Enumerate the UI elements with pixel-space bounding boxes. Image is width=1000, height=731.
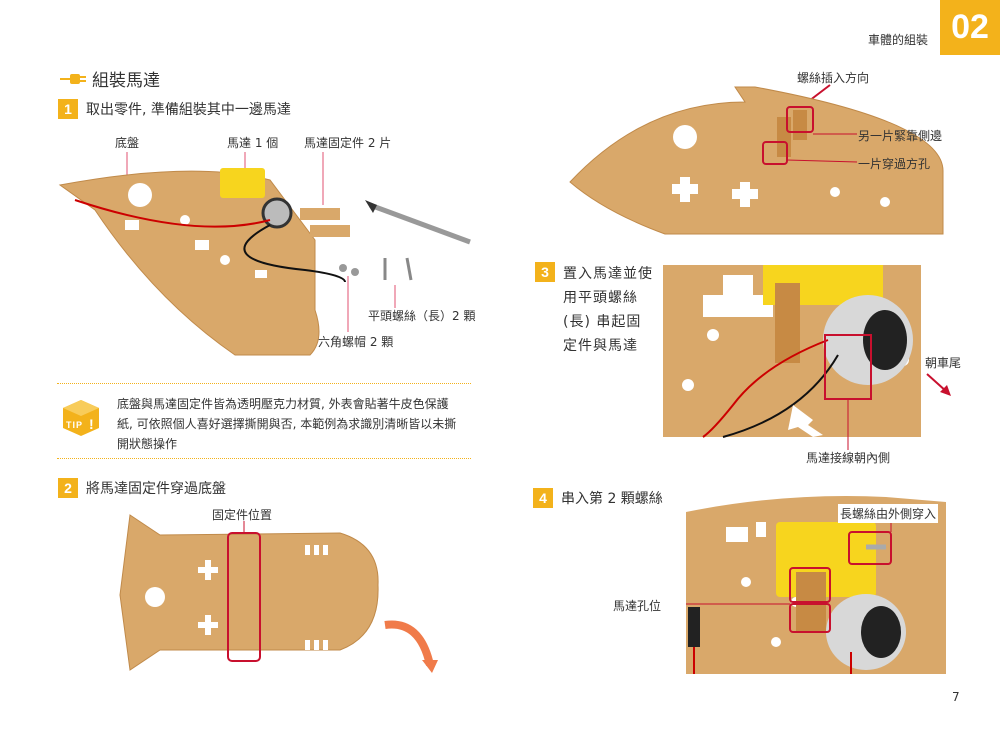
tip-text: 底盤與馬達固定件皆為透明壓克力材質, 外表會貼著牛皮色保護紙, 可依照個人喜好選…	[117, 397, 457, 451]
photo-motor-installed	[663, 265, 921, 465]
label-motor-bracket: 馬達固定件 2 片	[304, 136, 392, 150]
step-text: 取出零件, 準備組裝其中一邊馬達	[86, 102, 291, 118]
label-through-hole: 一片穿過方孔	[858, 157, 931, 171]
label-chassis: 底盤	[115, 136, 140, 150]
plug-icon	[60, 73, 86, 85]
step-text: 將馬達固定件穿過底盤	[86, 481, 226, 497]
chapter-title: 車體的組裝	[868, 33, 929, 47]
tip-cube-icon: ! TIP	[61, 398, 101, 438]
label-nut: 六角螺帽 2 顆	[318, 335, 394, 349]
step-number: 2	[58, 478, 78, 498]
tip-icon-text: TIP	[66, 420, 84, 430]
tip-box: ! TIP 底盤與馬達固定件皆為透明壓克力材質, 外表會貼著牛皮色保護紙, 可依…	[57, 383, 471, 459]
label-side-piece: 另一片緊靠側邊	[858, 129, 943, 143]
step-text: 置入馬達並使用平頭螺絲(長) 串起固定件與馬達	[563, 266, 653, 354]
page-number: 7	[952, 690, 960, 704]
chapter-number-badge: 02	[940, 0, 1000, 55]
label-wire-inward: 馬達接線朝內側	[806, 451, 891, 465]
photo-bracket-insert	[565, 82, 945, 237]
svg-text:!: !	[89, 416, 94, 432]
step-number: 4	[533, 488, 553, 508]
label-bracket-position: 固定件位置	[212, 508, 273, 522]
step-number: 3	[535, 262, 555, 282]
photo-second-screw	[686, 492, 946, 674]
section-title-text: 組裝馬達	[92, 71, 160, 91]
label-long-screw: 長螺絲由外側穿入	[838, 504, 939, 523]
step-number: 1	[58, 99, 78, 119]
step-text: 串入第 2 顆螺絲	[561, 491, 663, 507]
step-3: 3 置入馬達並使用平頭螺絲(長) 串起固定件與馬達	[535, 262, 653, 358]
section-title: 組裝馬達	[60, 66, 160, 91]
label-to-rear: 朝車尾	[925, 356, 962, 370]
arrow-to-rear-icon	[925, 372, 955, 400]
step-1: 1 取出零件, 準備組裝其中一邊馬達	[58, 99, 291, 119]
step-4: 4 串入第 2 顆螺絲	[533, 488, 663, 508]
label-motor-hole: 馬達孔位	[613, 599, 662, 613]
label-motor: 馬達 1 個	[227, 136, 279, 150]
step-2: 2 將馬達固定件穿過底盤	[58, 478, 226, 498]
label-screw-direction: 螺絲插入方向	[797, 71, 870, 85]
photo-chassis-top	[110, 505, 440, 675]
label-screw: 平頭螺絲（長）2 顆	[368, 309, 476, 323]
photo-parts	[55, 150, 475, 365]
